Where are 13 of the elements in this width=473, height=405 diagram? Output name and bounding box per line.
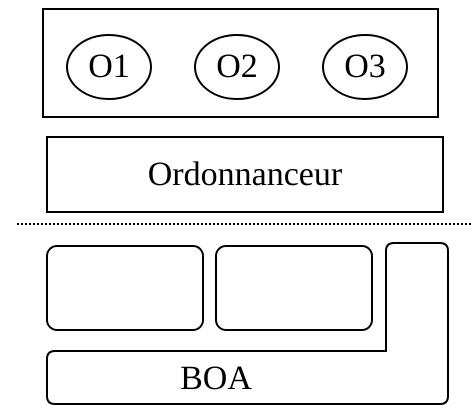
node-label: BOA	[180, 362, 252, 396]
l-shaped-box	[46, 242, 449, 405]
node-label: O3	[344, 50, 386, 84]
ellipse-node	[322, 34, 408, 100]
process-box	[46, 136, 444, 213]
ellipse-node	[194, 34, 280, 100]
node-label: O2	[216, 50, 258, 84]
process-box	[42, 8, 439, 118]
ellipse-node	[66, 34, 152, 100]
rounded-box	[215, 245, 373, 331]
rounded-box	[46, 245, 204, 331]
node-label: Ordonnanceur	[148, 158, 342, 192]
node-label: O1	[88, 50, 130, 84]
